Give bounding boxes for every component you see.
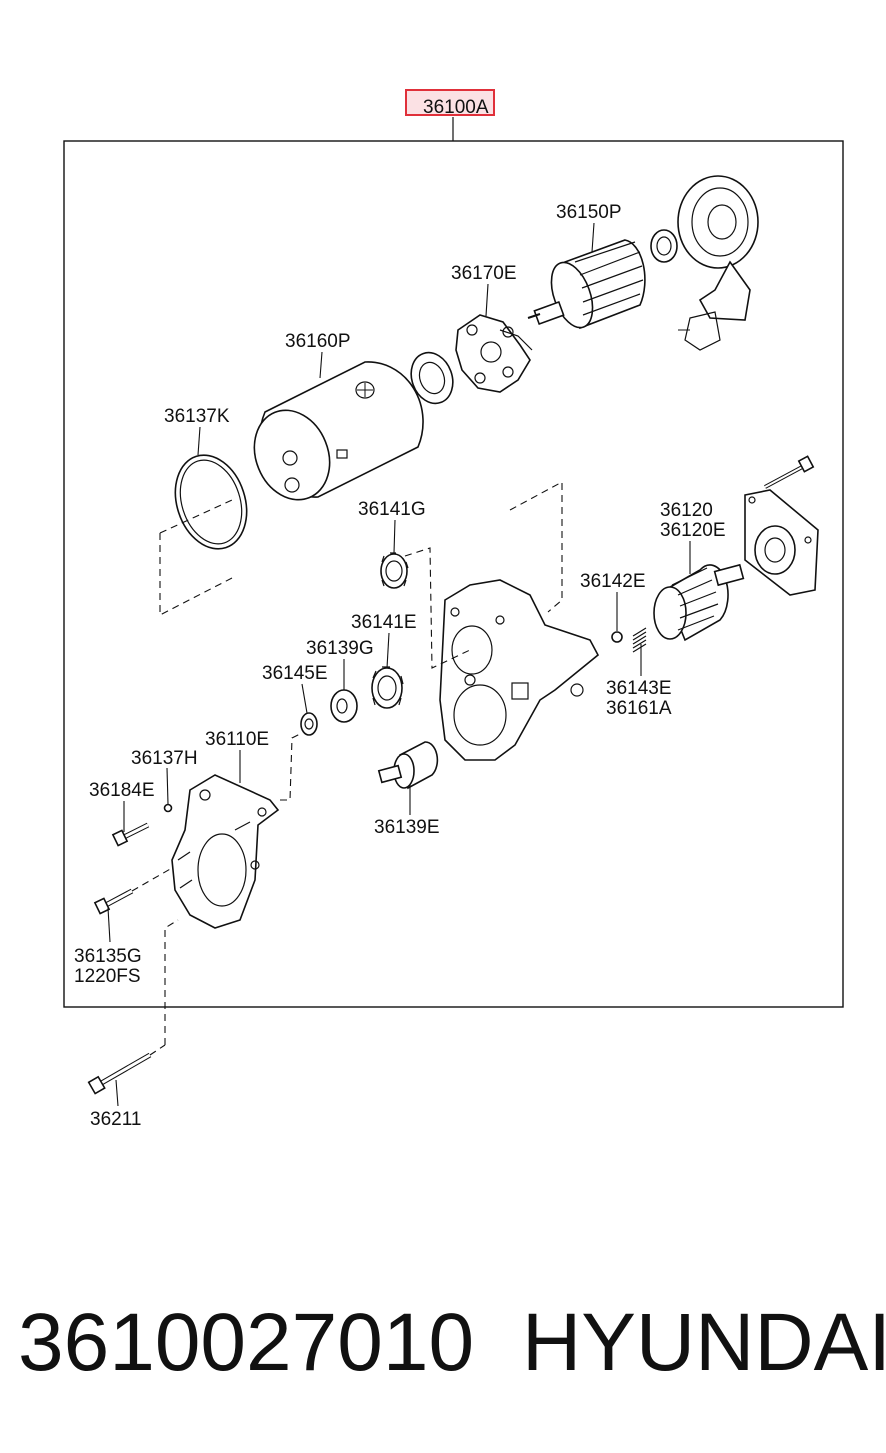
dash-gear-housing bbox=[404, 547, 471, 669]
label-1220FS[interactable]: 1220FS bbox=[74, 966, 141, 987]
part-solenoid bbox=[677, 175, 759, 351]
part-36137K-oring bbox=[174, 454, 248, 550]
label-36139E[interactable]: 36139E bbox=[374, 817, 440, 838]
footer-caption: 3610027010 HYUNDAI bbox=[18, 1296, 886, 1390]
part-36137H-oring-small bbox=[163, 803, 173, 813]
label-36141G[interactable]: 36141G bbox=[358, 499, 426, 520]
label-36143E[interactable]: 36143E bbox=[606, 678, 672, 699]
assembly-label[interactable]: 36100A bbox=[423, 97, 489, 118]
label-36184E[interactable]: 36184E bbox=[89, 780, 155, 801]
label-36142E[interactable]: 36142E bbox=[580, 571, 646, 592]
dash-bracket-bolt bbox=[164, 919, 179, 1045]
assembly-label-highlight[interactable]: 36100A bbox=[405, 89, 495, 118]
part-36139G-bushing bbox=[330, 689, 358, 723]
label-36160P[interactable]: 36160P bbox=[285, 331, 351, 352]
dash-oring-housing bbox=[159, 533, 233, 616]
label-36120[interactable]: 36120 bbox=[660, 500, 713, 521]
label-36137H[interactable]: 36137H bbox=[131, 748, 198, 769]
leader-lines bbox=[107, 222, 691, 1107]
part-36170E-brush-holder bbox=[455, 314, 533, 393]
part-bearing-rear bbox=[410, 351, 454, 405]
label-36141E[interactable]: 36141E bbox=[351, 612, 417, 633]
label-36145E[interactable]: 36145E bbox=[262, 663, 328, 684]
part-36135G-bolt bbox=[93, 867, 173, 915]
part-36145E-washer bbox=[300, 712, 318, 736]
label-36139G[interactable]: 36139G bbox=[306, 638, 374, 659]
dash-oring-top bbox=[159, 499, 233, 534]
label-36110E[interactable]: 36110E bbox=[205, 729, 269, 750]
label-36137K[interactable]: 36137K bbox=[164, 406, 230, 427]
part-end-plate bbox=[744, 489, 819, 596]
part-36110E-bracket bbox=[171, 774, 280, 929]
part-36139E-pinion bbox=[377, 741, 439, 790]
part-36211-bolt bbox=[87, 1044, 166, 1095]
part-bearing-front bbox=[650, 229, 678, 263]
label-36170E[interactable]: 36170E bbox=[451, 263, 517, 284]
part-36141E-gear bbox=[371, 666, 404, 709]
part-36184E-bolt bbox=[111, 822, 150, 847]
brand-name: HYUNDAI bbox=[522, 1297, 886, 1388]
label-36150P[interactable]: 36150P bbox=[556, 202, 622, 223]
part-36150P-armature bbox=[527, 239, 646, 330]
part-number: 3610027010 bbox=[18, 1297, 475, 1388]
label-36135G[interactable]: 36135G bbox=[74, 946, 142, 967]
dash-bracket-washer bbox=[280, 733, 301, 801]
part-36143E-spring bbox=[632, 627, 647, 653]
part-36120-gear-carrier bbox=[653, 563, 745, 642]
part-36160P-yoke bbox=[253, 361, 424, 501]
label-36211[interactable]: 36211 bbox=[90, 1109, 141, 1130]
dash-housing-gear bbox=[509, 481, 563, 613]
label-36120E[interactable]: 36120E bbox=[660, 520, 726, 541]
part-long-bolt-top bbox=[764, 455, 815, 489]
part-36141G-gear bbox=[380, 552, 409, 589]
label-36161A[interactable]: 36161A bbox=[606, 698, 672, 719]
part-front-housing bbox=[439, 579, 600, 761]
part-36142E-ball bbox=[611, 631, 623, 643]
